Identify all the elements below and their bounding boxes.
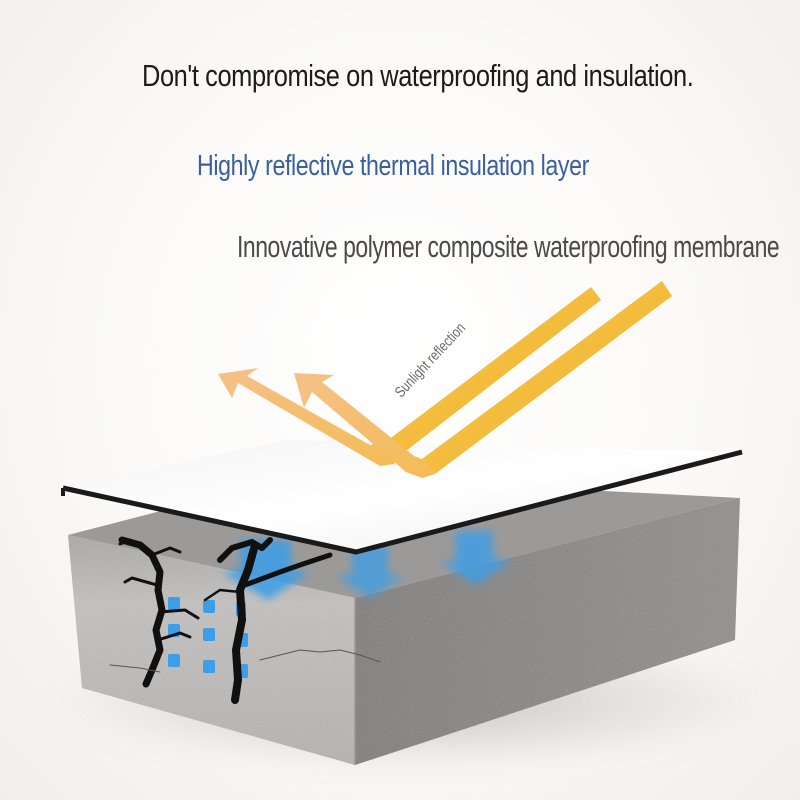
cracks bbox=[109, 536, 381, 704]
insulation-layer-label: Highly reflective thermal insulation lay… bbox=[197, 150, 589, 182]
sunlight-arrows bbox=[218, 281, 672, 478]
membrane-label: Innovative polymer composite waterproofi… bbox=[237, 229, 780, 264]
headline: Don't compromise on waterproofing and in… bbox=[142, 58, 694, 93]
reflective-membrane-sheet bbox=[61, 440, 743, 555]
